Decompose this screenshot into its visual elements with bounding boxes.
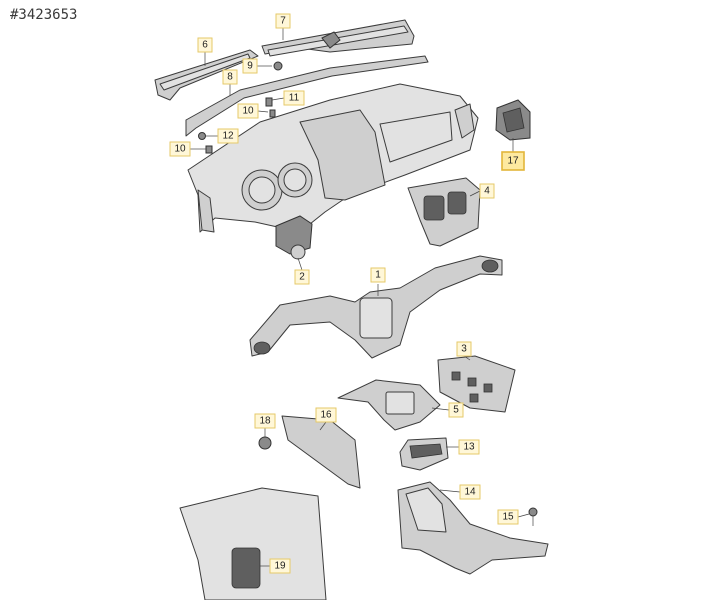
- callout-1[interactable]: 1: [370, 267, 386, 283]
- fastener-12: [198, 132, 206, 140]
- callout-8[interactable]: 8: [222, 69, 238, 85]
- svg-text:11: 11: [289, 93, 300, 104]
- callout-14[interactable]: 14: [459, 484, 481, 500]
- callout-18[interactable]: 18: [254, 413, 276, 429]
- fastener-11: [265, 97, 273, 107]
- svg-text:15: 15: [502, 512, 514, 523]
- callout-16[interactable]: 16: [315, 407, 337, 423]
- callout-10-lower[interactable]: 10: [169, 141, 191, 157]
- callout-19[interactable]: 19: [269, 558, 291, 574]
- svg-text:8: 8: [227, 72, 233, 83]
- callout-3[interactable]: 3: [456, 341, 472, 357]
- svg-text:18: 18: [259, 416, 271, 427]
- part-7-upper-trim: [261, 19, 415, 57]
- svg-text:10: 10: [242, 106, 254, 117]
- fastener-10-lower: [205, 145, 213, 154]
- callout-2[interactable]: 2: [294, 269, 310, 285]
- svg-text:6: 6: [202, 40, 208, 51]
- callout-7[interactable]: 7: [275, 13, 291, 29]
- part-1-air-duct: [249, 255, 503, 359]
- svg-text:19: 19: [274, 561, 286, 572]
- part-16-trim-panel: [281, 415, 361, 489]
- svg-text:9: 9: [247, 61, 253, 72]
- svg-text:1: 1: [375, 270, 381, 281]
- part-4-center-vent: [407, 177, 481, 247]
- svg-text:16: 16: [320, 410, 332, 421]
- part-18-clip: [258, 436, 272, 450]
- callout-6[interactable]: 6: [197, 37, 213, 53]
- fastener-9: [273, 61, 283, 71]
- part-8-defroster-strip: [185, 55, 429, 137]
- part-3-bracket: [437, 355, 516, 413]
- callout-5[interactable]: 5: [448, 402, 464, 418]
- svg-text:13: 13: [463, 442, 475, 453]
- svg-text:10: 10: [174, 144, 186, 155]
- callout-13[interactable]: 13: [458, 439, 480, 455]
- callout-10-upper[interactable]: 10: [237, 103, 259, 119]
- callout-15[interactable]: 15: [497, 509, 519, 525]
- part-6-left-trim: [154, 49, 259, 101]
- leader-lines: [190, 28, 530, 567]
- callout-4[interactable]: 4: [479, 183, 495, 199]
- part-14-console-duct: [397, 481, 549, 575]
- part-13-cover: [399, 437, 449, 471]
- diagram-reference-number: #3423653: [10, 7, 78, 23]
- svg-text:7: 7: [280, 16, 286, 27]
- part-19-side-panel: [179, 487, 327, 600]
- svg-text:4: 4: [484, 186, 490, 197]
- svg-text:2: 2: [299, 272, 305, 283]
- part-5-duct-piece: [337, 379, 441, 431]
- part-17-side-vent: [495, 99, 531, 141]
- fastener-10-upper: [269, 109, 276, 118]
- dashboard-panel: [187, 83, 479, 233]
- svg-text:14: 14: [464, 487, 476, 498]
- svg-text:5: 5: [453, 405, 459, 416]
- callout-9[interactable]: 9: [242, 58, 258, 74]
- callout-12[interactable]: 12: [217, 128, 239, 144]
- callout-17[interactable]: 17: [501, 151, 525, 171]
- part-15-screw: [528, 507, 538, 526]
- svg-text:17: 17: [507, 156, 519, 167]
- part-2-left-vent: [275, 215, 313, 260]
- svg-text:3: 3: [461, 344, 467, 355]
- svg-text:12: 12: [222, 131, 234, 142]
- callout-11[interactable]: 11: [283, 90, 305, 106]
